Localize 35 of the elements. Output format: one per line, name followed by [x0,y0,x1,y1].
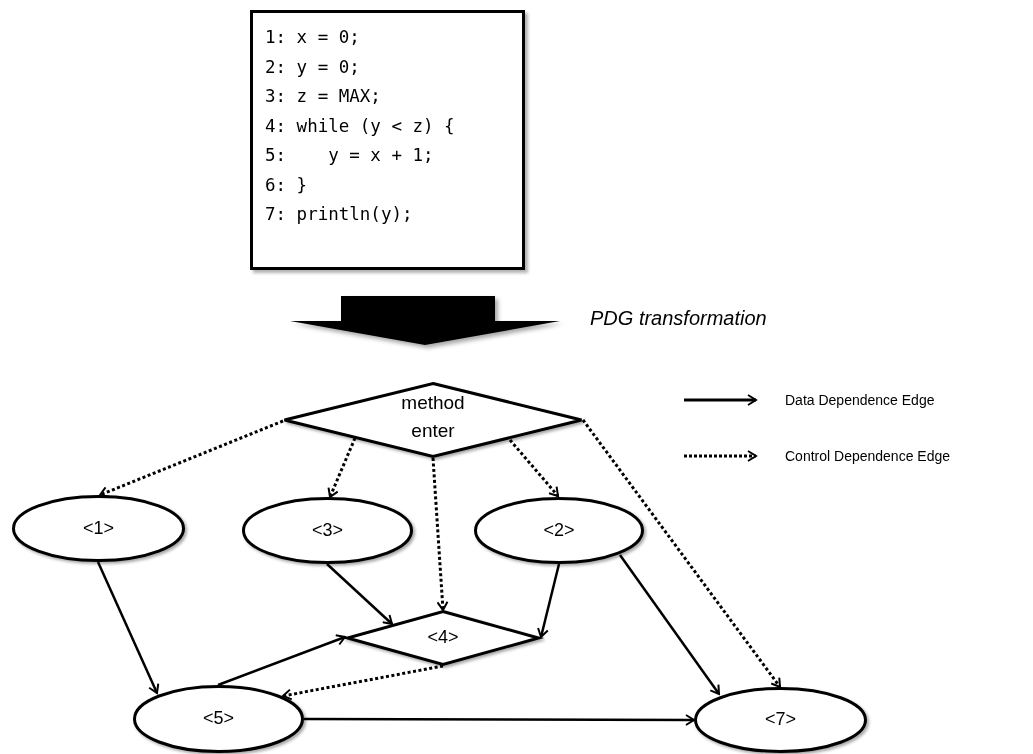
code-line: 6: } [265,173,309,197]
process-ellipse [474,497,644,564]
node-label: <3> [311,519,343,542]
legend-label: Control Dependence Edge [785,448,950,464]
arrow [537,563,561,638]
node-label: <2> [543,519,575,542]
arrow [217,634,346,687]
code-line: 1: x = 0; [265,26,361,49]
code-line: 4: while (y < z) { [265,114,456,138]
code-line: 7: println(y); [265,203,414,226]
arrow [304,714,695,726]
node-label: method enter [400,390,466,443]
code-line: 3: z = MAX; [265,85,382,108]
dotted-arrow [327,437,357,498]
process-ellipse [133,685,304,753]
node-label: <4> [427,627,459,649]
legend-label: Data Dependence Edge [785,392,935,408]
arrow [96,561,160,694]
dotted-arrow [508,439,560,497]
process-ellipse [12,495,185,562]
code-line: 2: y = 0; [265,55,361,79]
transformation-label: PDG transformation [590,307,767,330]
process-ellipse [694,687,867,753]
code-line: 5: y = x + 1; [265,144,435,167]
arrow [619,554,720,695]
dotted-arrow [431,457,449,611]
decision-diamond [283,382,583,458]
node-label: <5> [202,708,234,730]
node-label: <7> [764,709,796,731]
arrow [326,563,393,625]
node-label: <1> [82,517,114,540]
dotted-arrow [581,419,782,688]
dotted-arrow [282,664,444,701]
process-ellipse [242,497,413,564]
code-box [250,10,525,270]
